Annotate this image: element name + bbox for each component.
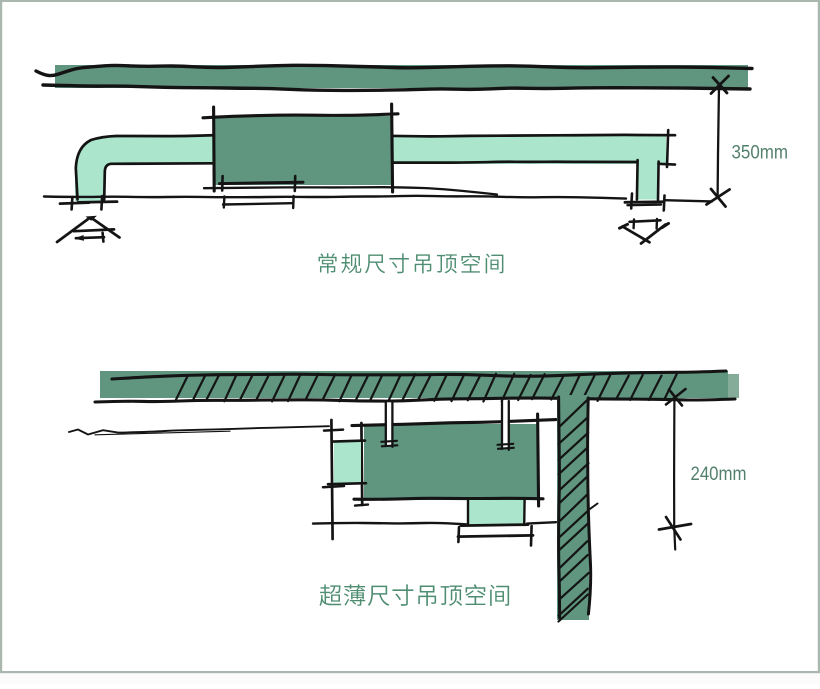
svg-text:350mm: 350mm	[732, 142, 789, 164]
svg-text:240mm: 240mm	[691, 463, 747, 485]
